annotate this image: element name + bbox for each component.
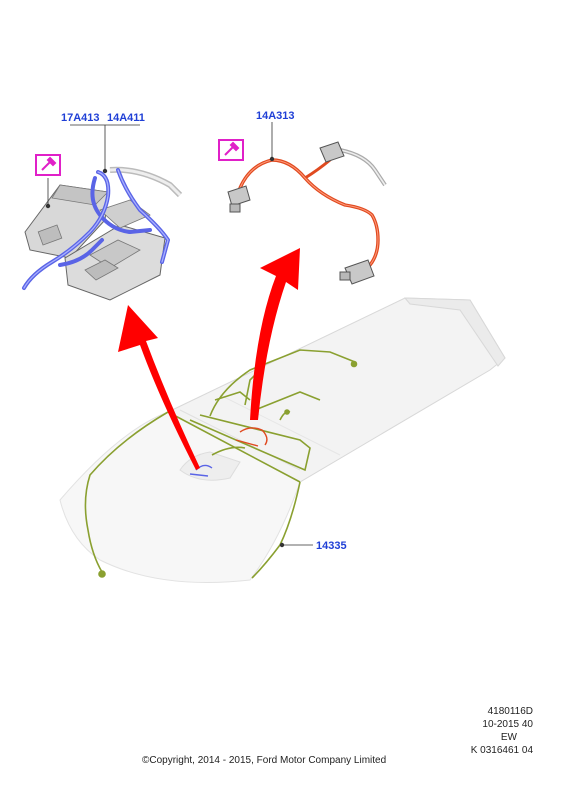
diagram-date: 10-2015 40 — [482, 719, 533, 730]
roof-panel — [59, 297, 506, 583]
leader-14a411 — [70, 124, 140, 174]
arrow-to-right-harness — [250, 248, 300, 420]
tool-icon-right — [218, 139, 244, 161]
tool-icon-left — [35, 154, 61, 176]
overhead-console-module — [24, 166, 183, 301]
callout-14a313: 14A313 — [256, 110, 295, 122]
callout-14a411: 14A411 — [107, 112, 145, 124]
diagram-region: EW — [500, 732, 517, 743]
callout-14335: 14335 — [316, 540, 347, 552]
leader-17a413 — [45, 178, 51, 209]
diagram-ref: K 0316461 04 — [470, 745, 533, 756]
orange-harness-14a313 — [238, 148, 387, 267]
callout-17a413: 17A413 — [61, 112, 100, 124]
arrow-to-left-module — [118, 305, 200, 470]
blue-harness-highlight — [23, 169, 169, 289]
leader-14335 — [279, 542, 313, 548]
copyright-notice: ©Copyright, 2014 - 2015, Ford Motor Comp… — [142, 755, 387, 766]
diagram-id: 4180116D — [487, 706, 533, 717]
harness-connectors-right — [227, 141, 375, 285]
leader-14a313 — [269, 122, 275, 162]
